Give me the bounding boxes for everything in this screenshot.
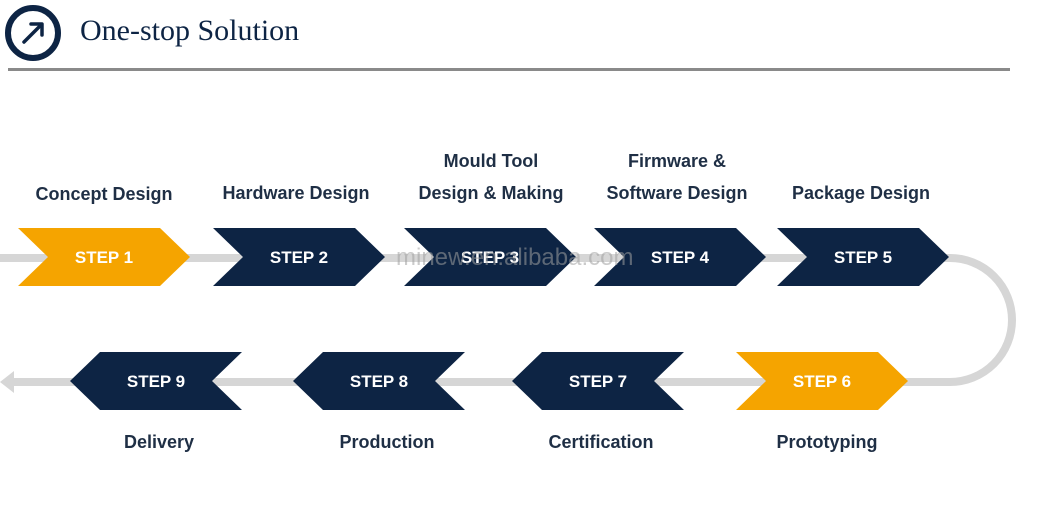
step-5-badge: STEP 5 xyxy=(834,248,892,267)
step-8-chevron xyxy=(293,352,465,410)
step-5-label: Package Design xyxy=(791,183,931,203)
step-9-badge: STEP 9 xyxy=(127,372,185,391)
step-4-chevron xyxy=(594,228,766,286)
step-6-label: Prototyping xyxy=(776,432,878,452)
track-return-curve xyxy=(860,254,1016,386)
header-divider xyxy=(8,68,1010,71)
arrow-up-right-icon xyxy=(5,5,61,61)
watermark: minew.en.alibaba.com xyxy=(396,244,634,271)
step-2-badge: STEP 2 xyxy=(270,248,328,267)
step-3-badge: STEP 3 xyxy=(461,248,519,267)
step-5-chevron xyxy=(777,228,949,286)
step-2-chevron xyxy=(213,228,385,286)
step-2-label: Hardware Design xyxy=(222,183,370,203)
step-4-label: Firmware &Software Design xyxy=(606,151,748,203)
step-8-badge: STEP 8 xyxy=(350,372,408,391)
step-3-chevron xyxy=(404,228,576,286)
step-1-label: Concept Design xyxy=(35,184,173,204)
step-7-badge: STEP 7 xyxy=(569,372,627,391)
step-8-label: Production xyxy=(339,432,435,452)
page-title: One-stop Solution xyxy=(80,14,300,47)
step-6-chevron xyxy=(736,352,908,410)
step-1-chevron xyxy=(18,228,190,286)
track-end-arrow-icon xyxy=(0,371,14,393)
step-1-badge: STEP 1 xyxy=(75,248,133,267)
step-7-label: Certification xyxy=(548,432,654,452)
step-9-chevron xyxy=(70,352,242,410)
step-4-badge: STEP 4 xyxy=(651,248,710,267)
step-6-badge: STEP 6 xyxy=(793,372,851,391)
step-9-label: Delivery xyxy=(123,432,195,452)
step-7-chevron xyxy=(512,352,684,410)
